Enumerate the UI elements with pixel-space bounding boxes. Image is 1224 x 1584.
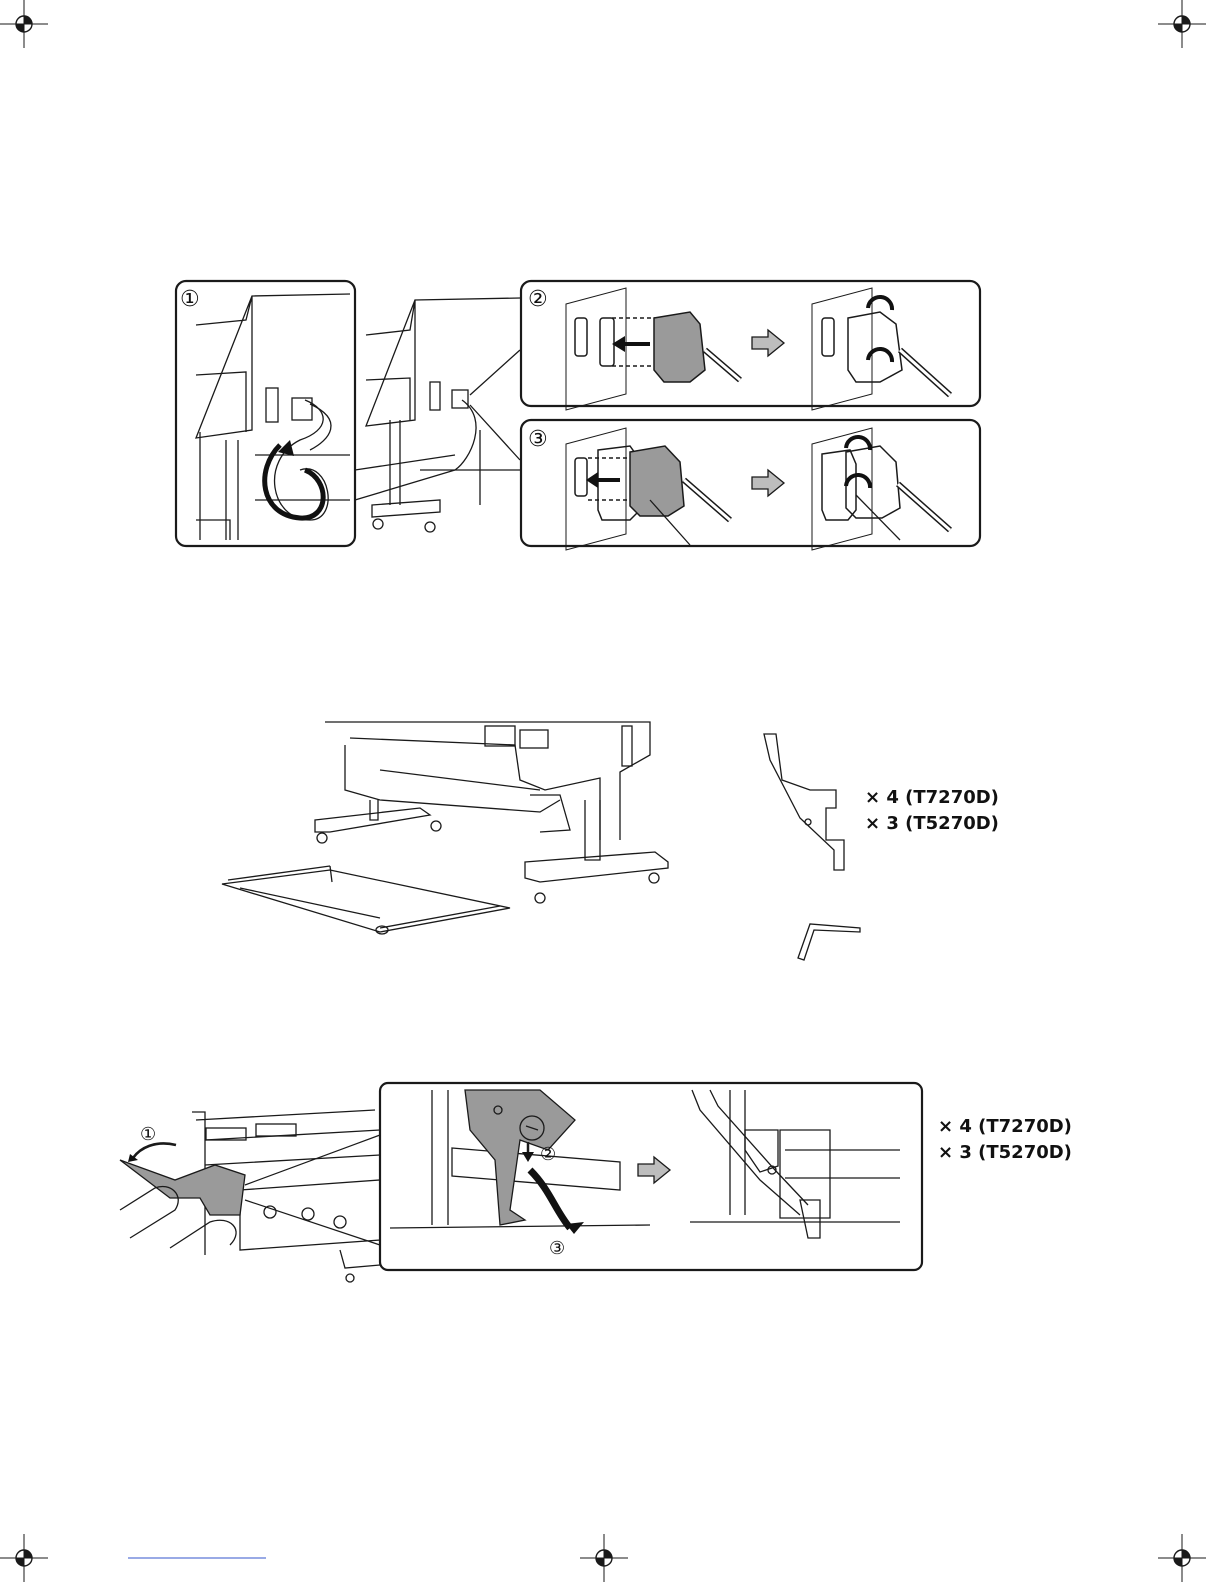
step2-before <box>566 288 740 410</box>
figure2-quantity-t5270d: × 3 (T5270D) <box>865 813 999 834</box>
step3-arrow-icon <box>752 470 784 496</box>
figure1-illustration <box>176 281 980 550</box>
step2-after <box>812 288 950 410</box>
registration-mark-top-right-icon <box>1158 0 1206 48</box>
registration-mark-bottom-right-icon <box>1158 1534 1206 1582</box>
step2-arrow-icon <box>752 330 784 356</box>
figure2-illustration <box>222 722 860 960</box>
figure3-step-2-marker: ② <box>540 1144 556 1165</box>
step3-before <box>566 428 730 550</box>
registration-mark-bottom-center-icon <box>580 1534 628 1582</box>
figure2-quantity-t7270d: × 4 (T7270D) <box>865 787 999 808</box>
figure1-step-3-marker: ③ <box>528 427 548 452</box>
figure3-step-1-marker: ① <box>140 1124 156 1145</box>
figure2-quantity-label-t5270d: × 3 (T5270D) <box>865 811 999 837</box>
registration-mark-bottom-left-icon <box>0 1534 48 1582</box>
figure3-arrow-icon <box>638 1157 670 1183</box>
figure3-quantity-t7270d: × 4 (T7270D) <box>938 1116 1072 1137</box>
figure1-step-1-marker: ① <box>180 287 200 312</box>
callout-frame-3 <box>521 420 980 546</box>
step3-after <box>812 428 950 550</box>
figure3-quantity-label-t5270d: × 3 (T5270D) <box>938 1140 1072 1166</box>
figure3-quantity-t5270d: × 3 (T5270D) <box>938 1142 1072 1163</box>
figure3-quantity-label-t7270d: × 4 (T7270D) <box>938 1114 1072 1140</box>
registration-mark-top-left-icon <box>0 0 48 48</box>
figure3-illustration <box>120 1083 922 1282</box>
figure3-step-3-marker: ③ <box>549 1238 565 1259</box>
figure1-step-2-marker: ② <box>528 287 548 312</box>
callout-frame-2 <box>521 281 980 406</box>
figure2-quantity-label-t7270d: × 4 (T7270D) <box>865 785 999 811</box>
